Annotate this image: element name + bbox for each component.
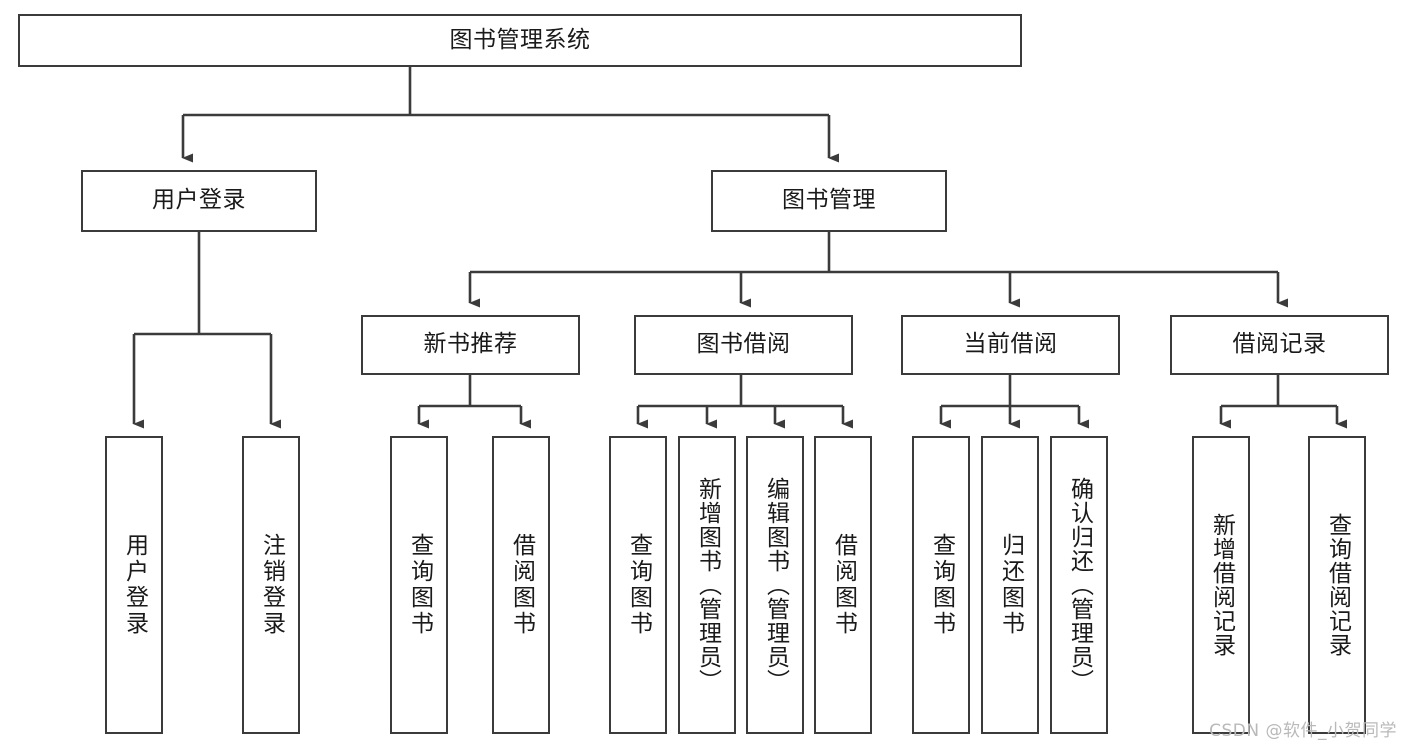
node-label: 新增借阅记录 (1208, 513, 1235, 657)
leaf-record-add-record[interactable]: 新增借阅记录 (1192, 436, 1250, 734)
leaf-new-book-borrow[interactable]: 借阅图书 (492, 436, 550, 734)
leaf-current-return-book[interactable]: 归还图书 (981, 436, 1039, 734)
leaf-borrow-edit-book-admin[interactable]: 编辑图书（管理员） (746, 436, 804, 734)
node-user-login[interactable]: 用户登录 (81, 170, 317, 232)
node-label: 借阅记录 (1232, 331, 1327, 358)
node-label: 查询图书 (625, 533, 652, 637)
node-label: 查询借阅记录 (1324, 513, 1351, 657)
leaf-user-login-signout[interactable]: 注销登录 (242, 436, 300, 734)
node-new-book-recommend[interactable]: 新书推荐 (361, 315, 580, 375)
leaf-borrow-add-book-admin[interactable]: 新增图书（管理员） (678, 436, 736, 734)
node-label: 借阅图书 (508, 533, 535, 637)
leaf-current-confirm-return-admin[interactable]: 确认归还（管理员） (1050, 436, 1108, 734)
node-label: 查询图书 (406, 533, 433, 637)
node-current-borrow[interactable]: 当前借阅 (901, 315, 1120, 375)
leaf-record-query-record[interactable]: 查询借阅记录 (1308, 436, 1366, 734)
node-label: 当前借阅 (963, 331, 1058, 358)
node-label: 图书管理 (782, 187, 876, 214)
node-label: 注销登录 (258, 533, 285, 637)
node-label: 借阅图书 (830, 533, 857, 637)
node-borrow-record[interactable]: 借阅记录 (1170, 315, 1389, 375)
node-label: 图书借阅 (696, 331, 791, 358)
node-label: 新增图书（管理员） (694, 477, 721, 693)
leaf-new-book-query[interactable]: 查询图书 (390, 436, 448, 734)
node-label: 图书管理系统 (449, 26, 591, 53)
node-label: 归还图书 (997, 533, 1024, 637)
node-book-borrow[interactable]: 图书借阅 (634, 315, 853, 375)
leaf-borrow-query-book[interactable]: 查询图书 (609, 436, 667, 734)
leaf-current-query-book[interactable]: 查询图书 (912, 436, 970, 734)
node-label: 确认归还（管理员） (1066, 477, 1093, 693)
node-label: 用户登录 (121, 533, 148, 637)
node-label: 编辑图书（管理员） (762, 477, 789, 693)
node-label: 用户登录 (152, 187, 246, 214)
node-book-management[interactable]: 图书管理 (711, 170, 947, 232)
node-label: 新书推荐 (423, 331, 518, 358)
node-label: 查询图书 (928, 533, 955, 637)
node-root-book-management-system[interactable]: 图书管理系统 (18, 14, 1022, 67)
leaf-borrow-borrow-book[interactable]: 借阅图书 (814, 436, 872, 734)
leaf-user-login-signin[interactable]: 用户登录 (105, 436, 163, 734)
